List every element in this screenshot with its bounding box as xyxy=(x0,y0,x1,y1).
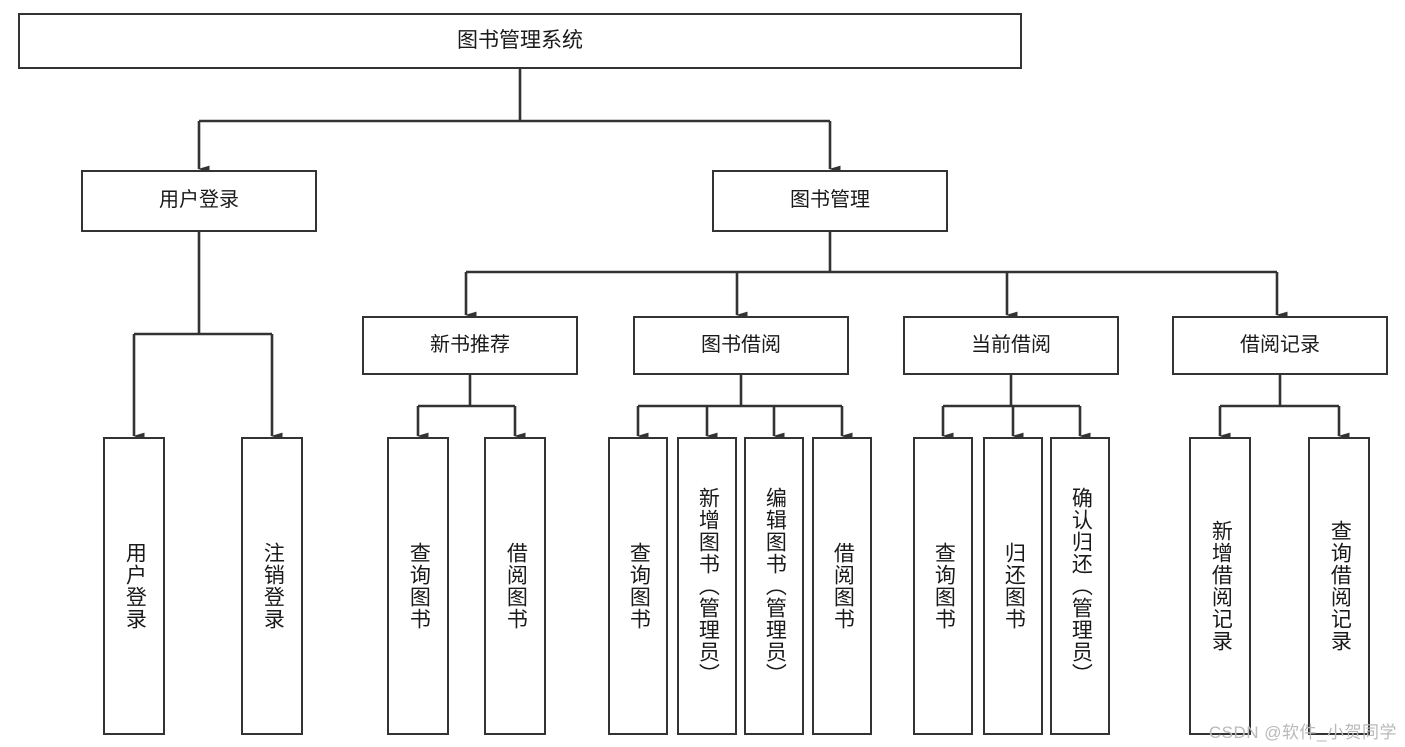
node-label: 查询图书 xyxy=(627,542,651,630)
node-label: 借阅图书 xyxy=(504,542,528,630)
node-label: 归还图书 xyxy=(1002,542,1026,630)
node-login: 用户登录 xyxy=(81,170,317,232)
node-l-queryrec: 查询借阅记录 xyxy=(1308,437,1370,735)
node-label: 新书推荐 xyxy=(430,333,510,356)
node-bookmgmt: 图书管理 xyxy=(712,170,948,232)
node-l-add: 新增图书（管理员） xyxy=(677,437,737,735)
node-label: 借阅图书 xyxy=(831,542,855,630)
node-records: 借阅记录 xyxy=(1172,316,1388,375)
node-label: 图书管理 xyxy=(790,189,870,212)
watermark-text: CSDN @软件_小贺同学 xyxy=(1208,723,1397,742)
node-label: 图书管理系统 xyxy=(457,28,583,52)
node-l-query1: 查询图书 xyxy=(387,437,449,735)
node-l-edit: 编辑图书（管理员） xyxy=(744,437,804,735)
node-label: 图书借阅 xyxy=(701,333,781,356)
node-l-confirm: 确认归还（管理员） xyxy=(1050,437,1110,735)
node-label: 用户登录 xyxy=(159,189,239,212)
node-borrow: 图书借阅 xyxy=(633,316,849,375)
node-l-addrec: 新增借阅记录 xyxy=(1189,437,1251,735)
node-l-query3: 查询图书 xyxy=(913,437,973,735)
node-label: 编辑图书（管理员） xyxy=(763,487,787,685)
node-label: 新增借阅记录 xyxy=(1209,520,1233,652)
node-label: 当前借阅 xyxy=(971,333,1051,356)
node-label: 用户登录 xyxy=(123,542,147,630)
node-l-borrow1: 借阅图书 xyxy=(484,437,546,735)
node-label: 借阅记录 xyxy=(1240,333,1320,356)
node-label: 查询图书 xyxy=(407,542,431,630)
node-newbook: 新书推荐 xyxy=(362,316,578,375)
node-root: 图书管理系统 xyxy=(18,13,1022,69)
node-label: 新增图书（管理员） xyxy=(696,487,720,685)
edge-group xyxy=(132,69,1350,440)
node-label: 注销登录 xyxy=(261,542,285,630)
node-l-query2: 查询图书 xyxy=(608,437,668,735)
node-label: 查询图书 xyxy=(932,542,956,630)
node-label: 查询借阅记录 xyxy=(1328,520,1352,652)
node-current: 当前借阅 xyxy=(903,316,1119,375)
node-l-userlogin: 用户登录 xyxy=(103,437,165,735)
node-l-logout: 注销登录 xyxy=(241,437,303,735)
node-l-return: 归还图书 xyxy=(983,437,1043,735)
node-label: 确认归还（管理员） xyxy=(1069,487,1093,685)
node-l-borrow2: 借阅图书 xyxy=(812,437,872,735)
